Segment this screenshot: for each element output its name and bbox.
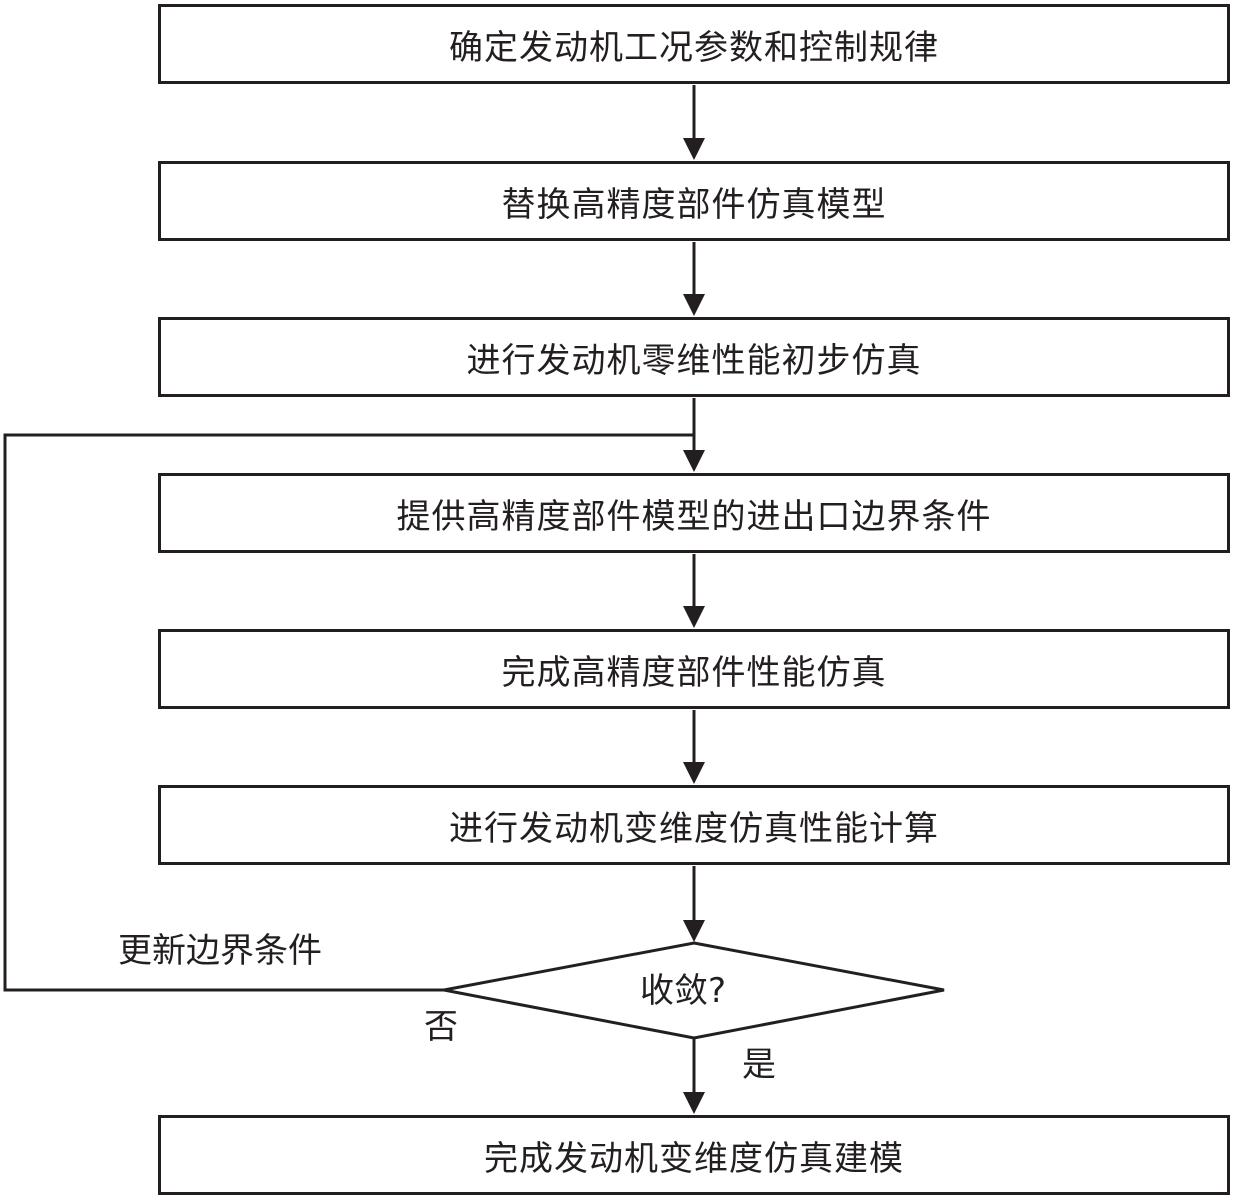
step-label-1: 确定发动机工况参数和控制规律 (449, 27, 939, 68)
no-label: 否 (424, 1007, 458, 1047)
arrow-3-4 (683, 398, 705, 472)
step-box-1: 确定发动机工况参数和控制规律 (158, 4, 1230, 84)
yes-label: 是 (742, 1045, 776, 1085)
step-label-2: 替换高精度部件仿真模型 (501, 184, 887, 225)
step-label-6: 进行发动机变维度仿真性能计算 (449, 808, 939, 849)
loop-label: 更新边界条件 (118, 931, 322, 971)
step-box-2: 替换高精度部件仿真模型 (158, 161, 1230, 241)
arrow-decision-final (683, 1038, 705, 1114)
step-box-6: 进行发动机变维度仿真性能计算 (158, 785, 1230, 865)
arrow-2-3 (683, 242, 705, 316)
final-step-label: 完成发动机变维度仿真建模 (484, 1138, 904, 1179)
step-box-5: 完成高精度部件性能仿真 (158, 629, 1230, 709)
arrow-4-5 (683, 554, 705, 628)
arrow-5-6 (683, 710, 705, 784)
step-box-3: 进行发动机零维性能初步仿真 (158, 317, 1230, 397)
step-box-4: 提供高精度部件模型的进出口边界条件 (158, 473, 1230, 553)
step-label-5: 完成高精度部件性能仿真 (501, 652, 887, 693)
arrow-6-decision (683, 866, 705, 942)
feedback-loop-line (3, 433, 694, 992)
arrow-1-2 (683, 85, 705, 160)
step-label-3: 进行发动机零维性能初步仿真 (466, 340, 922, 381)
decision-question: 收敛? (640, 971, 727, 1011)
decision-diamond (443, 941, 945, 1040)
final-step-box: 完成发动机变维度仿真建模 (158, 1115, 1230, 1195)
step-label-4: 提供高精度部件模型的进出口边界条件 (396, 496, 992, 537)
